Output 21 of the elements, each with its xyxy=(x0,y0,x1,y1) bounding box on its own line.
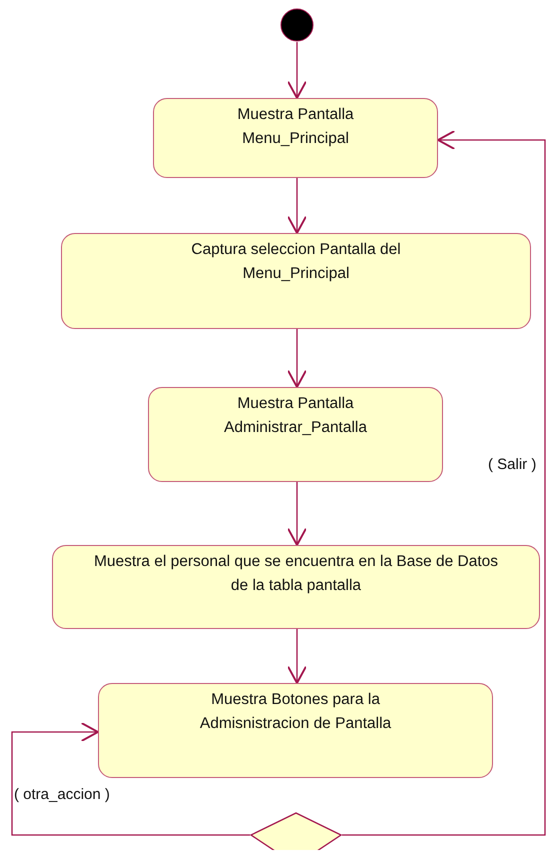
arrow xyxy=(287,178,307,234)
arrow xyxy=(287,482,307,546)
activity-box xyxy=(61,233,531,329)
activity-text: Muestra Pantalla Administrar_Pantalla xyxy=(222,394,368,438)
arrow xyxy=(287,42,307,99)
activity-text: Muestra el personal que se encuentra en la Base de Datos de la tabla pantalla xyxy=(92,552,500,596)
arrow xyxy=(11,722,250,836)
decision-diamond xyxy=(250,812,342,850)
arrow xyxy=(287,629,307,684)
arrow xyxy=(287,329,307,388)
edge-label: ( otra_accion ) xyxy=(14,786,110,804)
activity-box xyxy=(52,545,540,629)
activity-box xyxy=(98,683,493,778)
arrow xyxy=(342,130,546,836)
start-node xyxy=(280,8,314,42)
edge-label: ( Salir ) xyxy=(488,456,536,474)
activity-box xyxy=(148,387,443,482)
activity-text: Captura seleccion Pantalla del Menu_Principal xyxy=(190,240,402,284)
activity-text: Muestra Pantalla Menu_Principal xyxy=(236,105,355,149)
activity-text: Muestra Botones para la Admisnistracion de Pantalla xyxy=(198,690,392,734)
activity-box xyxy=(153,98,438,178)
